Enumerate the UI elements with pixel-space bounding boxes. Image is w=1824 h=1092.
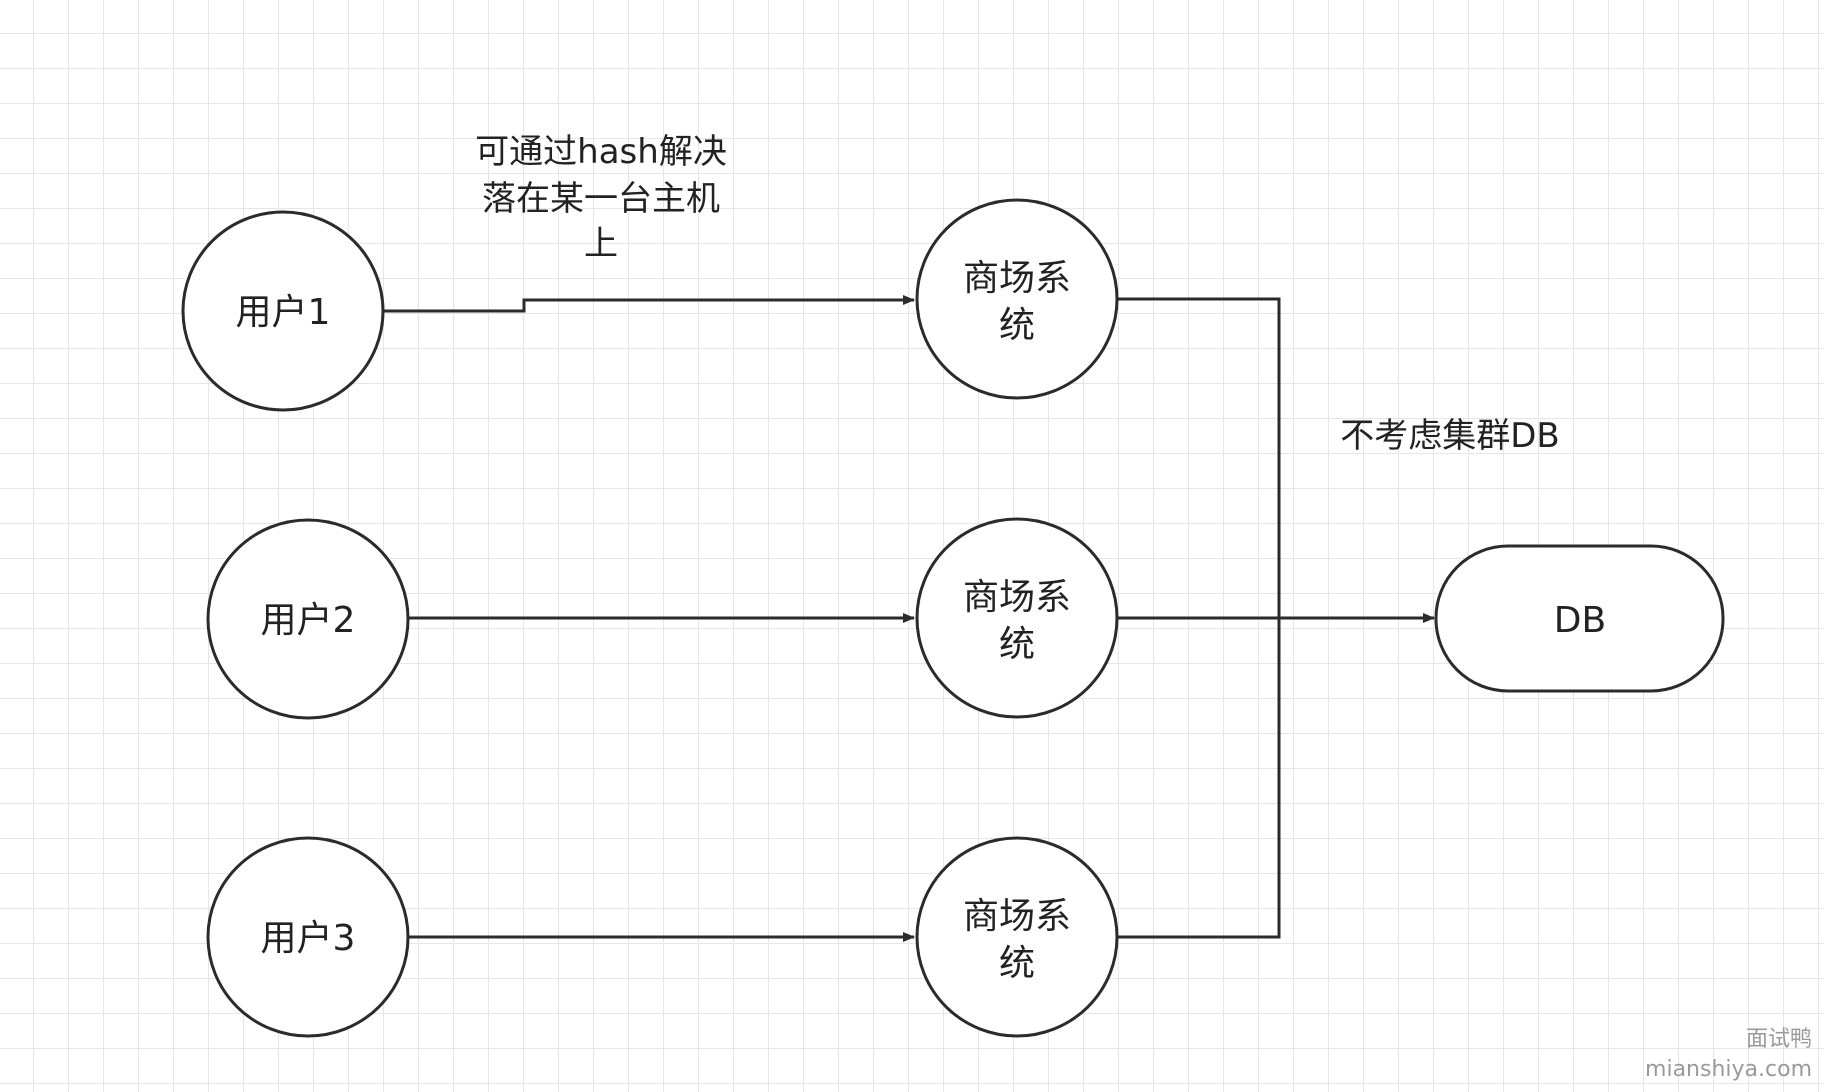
edge-mall1-to-db xyxy=(1118,297,1281,618)
node-mall2-label-line1: 商场系 xyxy=(963,577,1071,618)
node-mall2[interactable]: 商场系 统 xyxy=(915,517,1119,719)
node-user1-label: 用户1 xyxy=(236,292,331,333)
node-mall3[interactable]: 商场系 统 xyxy=(915,836,1119,1038)
edge-mall3-to-db xyxy=(1118,618,1281,939)
node-user1[interactable]: 用户1 xyxy=(181,210,385,412)
edge-user1-to-mall1 xyxy=(384,295,915,313)
node-user3-label: 用户3 xyxy=(261,918,356,959)
node-mall2-label-line2: 统 xyxy=(999,624,1035,665)
watermark: 面试鸭 mianshiya.com xyxy=(1645,1027,1812,1082)
node-mall1-label-line2: 统 xyxy=(999,305,1035,346)
node-user2[interactable]: 用户2 xyxy=(206,518,410,720)
node-db[interactable]: DB xyxy=(1434,544,1725,693)
node-mall3-label-line1: 商场系 xyxy=(963,896,1071,937)
note-hash-line3: 上 xyxy=(584,224,618,264)
node-user3[interactable]: 用户3 xyxy=(206,836,410,1038)
note-hash-line1: 可通过hash解决 xyxy=(475,132,727,172)
note-hash-line2: 落在某一台主机 xyxy=(482,179,720,219)
node-mall1[interactable]: 商场系 统 xyxy=(915,198,1119,400)
node-user2-label: 用户2 xyxy=(261,600,356,641)
node-db-label: DB xyxy=(1554,600,1606,641)
note-cluster: 不考虑集群DB xyxy=(1340,416,1560,456)
node-mall3-label-line2: 统 xyxy=(999,943,1035,984)
node-mall1-label-line1: 商场系 xyxy=(963,258,1071,299)
watermark-domain: mianshiya.com xyxy=(1645,1057,1812,1082)
watermark-brand: 面试鸭 xyxy=(1746,1027,1812,1052)
note-hash: 可通过hash解决 落在某一台主机 上 xyxy=(475,132,727,264)
